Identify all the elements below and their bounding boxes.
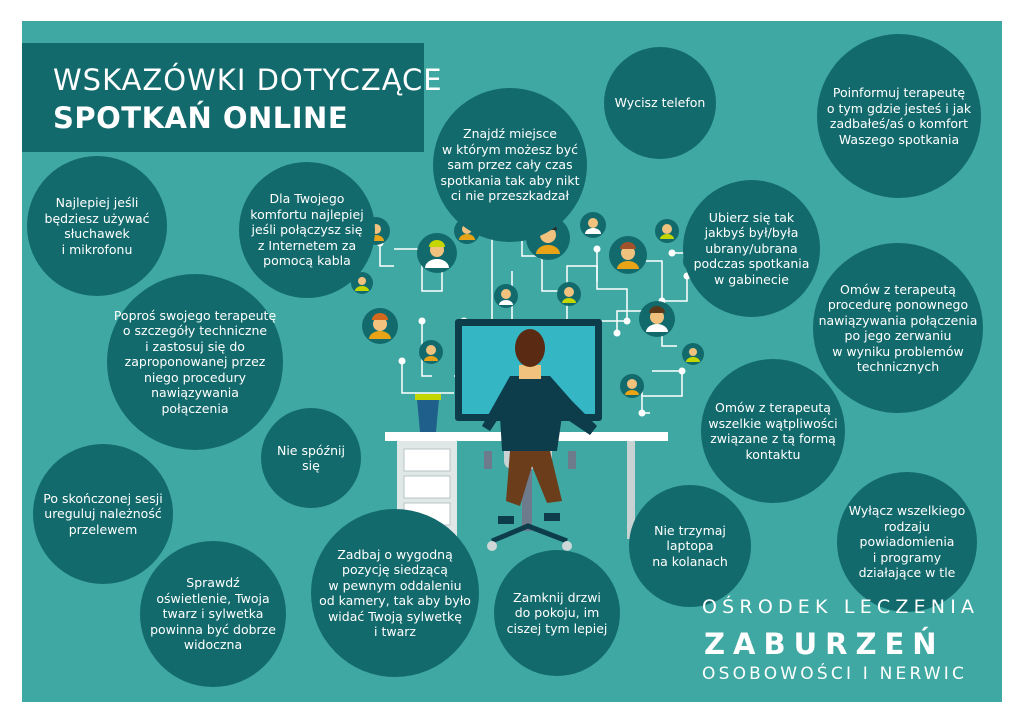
tip-sitting-position: Zadbaj o wygodną pozycję siedzącą w pewn… bbox=[311, 509, 479, 677]
coffee-cup bbox=[415, 394, 441, 432]
avatar bbox=[639, 301, 675, 337]
tip-cable-internet: Dla Twojego komfortu najlepiej jeśli poł… bbox=[239, 162, 375, 298]
avatar bbox=[419, 340, 443, 364]
avatar bbox=[580, 212, 606, 238]
network-illustration bbox=[351, 212, 706, 551]
tip-private-place: Znajdź miejsce w którym możesz być sam p… bbox=[433, 88, 587, 242]
brand-line-2: ZABURZEŃ bbox=[704, 627, 945, 661]
tip-technical-details: Poproś swojego terapeutę o szczegóły tec… bbox=[107, 274, 283, 450]
title-line-1: WSKAZÓWKI DOTYCZĄCE bbox=[53, 63, 443, 97]
title-box: WSKAZÓWKI DOTYCZĄCE SPOTKAŃ ONLINE bbox=[22, 43, 442, 152]
avatar bbox=[557, 282, 581, 306]
brand-line-1: OŚRODEK LECZENIA bbox=[702, 596, 980, 618]
tip-close-door: Zamknij drzwi do pokoju, im ciszej tym l… bbox=[494, 550, 620, 676]
person bbox=[482, 329, 597, 524]
infographic-panel: WSKAZÓWKI DOTYCZĄCE SPOTKAŃ ONLINE bbox=[22, 21, 1002, 702]
tip-mute-phone: Wycisz telefon bbox=[604, 47, 716, 159]
avatar bbox=[655, 219, 679, 243]
avatar bbox=[351, 272, 373, 294]
tip-lighting: Sprawdź oświetlenie, Twoja twarz i sylwe… bbox=[140, 541, 286, 687]
avatar bbox=[494, 284, 518, 308]
avatar-group bbox=[351, 212, 705, 398]
brand-line-3: OSOBOWOŚCI I NERWIC bbox=[702, 664, 968, 684]
tip-laptop-lap: Nie trzymaj laptopa na kolanach bbox=[629, 485, 751, 607]
tip-reconnect-procedure: Omów z terapeutą procedurę ponownego naw… bbox=[813, 243, 983, 413]
tip-inform-therapist: Poinformuj terapeutę o tym gdzie jesteś … bbox=[817, 34, 981, 198]
tip-payment: Po skończonej sesji ureguluj należność p… bbox=[33, 444, 173, 584]
tip-dress-code: Ubierz się tak jakbyś był/była ubrany/ub… bbox=[683, 180, 820, 317]
title-line-2: SPOTKAŃ ONLINE bbox=[53, 101, 349, 135]
avatar bbox=[417, 233, 457, 273]
tip-disable-notifications: Wyłącz wszelkiego rodzaju powiadomienia … bbox=[837, 472, 977, 612]
tip-headphones: Najlepiej jeśli będziesz używać słuchawe… bbox=[27, 156, 167, 296]
avatar bbox=[362, 308, 398, 344]
tip-be-on-time: Nie spóźnij się bbox=[261, 408, 361, 508]
avatar bbox=[682, 343, 704, 365]
tip-discuss-doubts: Omów z terapeutą wszelkie wątpliwości zw… bbox=[701, 359, 845, 503]
avatar bbox=[609, 236, 647, 274]
avatar bbox=[620, 374, 644, 398]
